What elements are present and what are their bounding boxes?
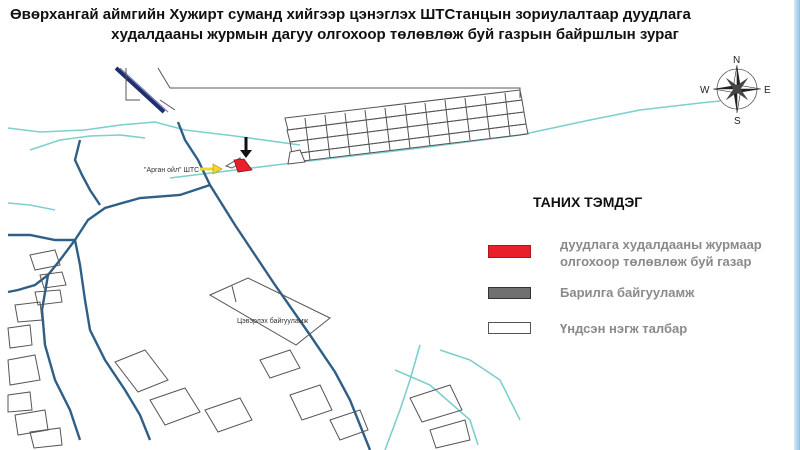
- page-title-line-1: Өвөрхангай аймгийн Хужирт суманд хийгээр…: [10, 6, 691, 23]
- page-title-line-2: худалдааны журмын дагуу олгохоор төлөвлө…: [111, 26, 679, 43]
- legend-swatch-buildings: [488, 287, 531, 299]
- legend-label-planned-parcel-line-2: олгохоор төлөвлөж буй газар: [560, 254, 752, 269]
- station-label: "Арган ойл" ШТС: [144, 166, 199, 174]
- compass-south: S: [734, 116, 741, 127]
- legend-heading: ТАНИХ ТЭМДЭГ: [533, 194, 643, 210]
- page-title: Өвөрхангай аймгийн Хужирт суманд хийгээр…: [10, 5, 770, 45]
- canal-network: [7, 100, 721, 450]
- railway-track: [114, 66, 169, 114]
- legend-label-main-parcel: Үндсэн нэгж талбар: [560, 321, 688, 336]
- down-arrow-icon: [240, 137, 252, 158]
- legend-label-buildings: Барилга байгууламж: [560, 285, 695, 300]
- treatment-plant: [208, 277, 331, 346]
- upper-block: [125, 67, 521, 111]
- parcel-grid: [284, 89, 529, 165]
- lower-buildings: [114, 349, 471, 449]
- compass-rose-icon: N S E W: [700, 55, 771, 127]
- building-label: Цэвэрлэх байгууламж: [237, 317, 309, 325]
- window-edge: [794, 0, 800, 450]
- left-buildings: [7, 249, 67, 449]
- legend-label-planned-parcel: дуудлага худалдааны журмаар олгохоор төл…: [560, 236, 762, 270]
- target-parcel: [224, 157, 253, 173]
- legend-swatch-planned-parcel: [488, 245, 531, 258]
- compass-east: E: [764, 85, 771, 96]
- compass-north: N: [733, 55, 740, 66]
- right-arrow-icon: [200, 163, 223, 175]
- legend-swatch-main-parcel: [488, 322, 531, 334]
- legend-label-planned-parcel-line-1: дуудлага худалдааны журмаар: [560, 237, 762, 252]
- compass-west: W: [700, 85, 710, 96]
